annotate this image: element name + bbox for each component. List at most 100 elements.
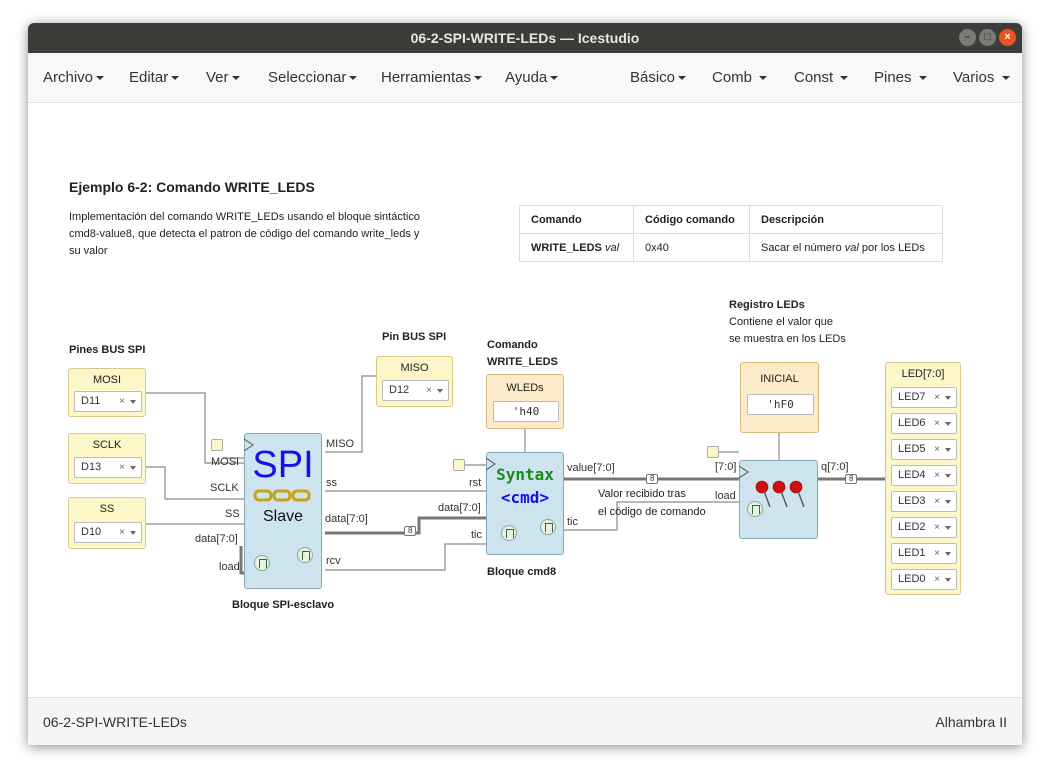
clear-icon[interactable]: × xyxy=(934,574,940,585)
const-value-input[interactable]: 'hF0 xyxy=(747,394,814,415)
pin-select-led2[interactable]: LED2 × xyxy=(891,517,957,538)
pin-select-ss[interactable]: D10 × xyxy=(74,522,142,543)
constant-wleds[interactable]: WLEDs 'h40 xyxy=(486,374,564,429)
pin-select-miso[interactable]: D12 × xyxy=(382,380,449,401)
close-icon[interactable]: × xyxy=(999,29,1016,46)
caret-down-icon xyxy=(678,76,687,81)
maximize-icon[interactable]: □ xyxy=(979,29,996,46)
menu-pines[interactable]: Pines xyxy=(874,53,927,103)
pin-select-mosi[interactable]: D11× xyxy=(74,391,142,412)
wire-sclk xyxy=(146,466,244,500)
clock-icon xyxy=(747,501,763,517)
pin-select-led1[interactable]: LED1× xyxy=(891,543,957,564)
chevron-down-icon[interactable] xyxy=(945,578,951,582)
port-ss-in: SS xyxy=(225,508,240,520)
input-pin-mosi[interactable]: MOSI D11× xyxy=(68,368,146,417)
chevron-down-icon[interactable] xyxy=(945,474,951,478)
clear-icon[interactable]: × xyxy=(934,418,940,429)
pin-select-led0[interactable]: LED0× xyxy=(891,569,957,590)
project-name: 06-2-SPI-WRITE-LEDs xyxy=(43,714,187,730)
pin-value: LED7 xyxy=(898,391,926,403)
label-pines-bus-spi: Pines BUS SPI xyxy=(69,344,146,356)
menu-varios[interactable]: Varios xyxy=(953,53,1010,103)
pin-select-led6[interactable]: LED6× xyxy=(891,413,957,434)
table-cell-code: 0x40 xyxy=(633,233,750,262)
wire-miso xyxy=(325,375,376,453)
port-load: load xyxy=(219,561,240,573)
app-window: 06-2-SPI-WRITE-LEDs — Icestudio – □ × Ar… xyxy=(28,23,1022,745)
chevron-down-icon[interactable] xyxy=(945,526,951,530)
clear-icon[interactable]: × xyxy=(934,444,940,455)
pin-value: D10 xyxy=(81,526,102,538)
syntax-title: Syntax xyxy=(496,465,554,484)
menu-label: Varios xyxy=(953,69,995,86)
register-leds-block[interactable] xyxy=(739,460,818,539)
spi-slave-block[interactable]: SPI Slave xyxy=(244,433,322,589)
chevron-down-icon[interactable] xyxy=(437,389,443,393)
clear-icon[interactable]: × xyxy=(934,496,940,507)
chevron-down-icon[interactable] xyxy=(945,500,951,504)
pin-select-led7[interactable]: LED7 × xyxy=(891,387,957,408)
menu-archivo[interactable]: Archivo xyxy=(43,53,105,103)
chevron-down-icon[interactable] xyxy=(130,531,136,535)
caret-down-icon xyxy=(349,76,358,81)
table-header: Descripción xyxy=(749,205,943,234)
caret-down-icon xyxy=(1001,76,1010,81)
bus-data xyxy=(325,516,486,535)
clear-icon[interactable]: × xyxy=(934,392,940,403)
desc-text: por los LEDs xyxy=(858,241,925,254)
const-title: WLEDs xyxy=(506,382,544,394)
syntax-cmd-block[interactable]: Syntax <cmd> xyxy=(486,452,564,555)
constant-inicial[interactable]: INICIAL 'hF0 xyxy=(740,362,819,433)
pin-value: D12 xyxy=(389,384,410,396)
pin-select-led4[interactable]: LED4× xyxy=(891,465,957,486)
clear-icon[interactable]: × xyxy=(934,548,940,559)
output-pin-miso[interactable]: MISO D12× xyxy=(376,356,453,407)
menu-bar: Archivo Editar Ver Seleccionar Herramien… xyxy=(28,53,1022,103)
chevron-down-icon[interactable] xyxy=(945,396,951,400)
menu-label: Ayuda xyxy=(505,69,548,86)
menu-const[interactable]: Const xyxy=(794,53,849,103)
clear-icon[interactable]: × xyxy=(934,522,940,533)
menu-ayuda[interactable]: Ayuda xyxy=(505,53,559,103)
clear-icon[interactable]: × xyxy=(119,396,125,407)
chevron-down-icon[interactable] xyxy=(945,552,951,556)
clock-input-square[interactable] xyxy=(211,439,223,451)
menu-editar[interactable]: Editar xyxy=(129,53,180,103)
design-canvas[interactable]: Ejemplo 6-2: Comando WRITE_LEDS Implemen… xyxy=(28,103,1022,697)
menu-ver[interactable]: Ver xyxy=(206,53,240,103)
port-reg-load: load xyxy=(715,490,736,502)
clear-icon[interactable]: × xyxy=(119,527,125,538)
clear-icon[interactable]: × xyxy=(426,385,432,396)
input-pin-sclk[interactable]: SCLK D13× xyxy=(68,433,146,484)
wire-rcv-tic xyxy=(325,543,486,571)
minimize-icon[interactable]: – xyxy=(959,29,976,46)
label-write-leds: WRITE_LEDS xyxy=(487,356,558,368)
clear-icon[interactable]: × xyxy=(119,462,125,473)
clear-icon[interactable]: × xyxy=(934,470,940,481)
clock-input-square[interactable] xyxy=(707,446,719,458)
chevron-down-icon[interactable] xyxy=(130,466,136,470)
menu-herramientas[interactable]: Herramientas xyxy=(381,53,483,103)
pin-select-led5[interactable]: LED5× xyxy=(891,439,957,460)
menu-basico[interactable]: Básico xyxy=(630,53,687,103)
output-pin-leds[interactable]: LED[7:0] LED7× LED6× LED5× LED4× LED3× L… xyxy=(885,362,961,595)
const-value-input[interactable]: 'h40 xyxy=(493,401,559,422)
pin-value: LED2 xyxy=(898,521,926,533)
menu-comb[interactable]: Comb xyxy=(712,53,768,103)
doc-desc-line: cmd8-value8, que detecta el patron de có… xyxy=(69,228,420,240)
pin-select-led3[interactable]: LED3× xyxy=(891,491,957,512)
menu-seleccionar[interactable]: Seleccionar xyxy=(268,53,358,103)
chevron-down-icon[interactable] xyxy=(945,422,951,426)
board-name[interactable]: Alhambra II xyxy=(935,714,1007,730)
chevron-down-icon[interactable] xyxy=(130,400,136,404)
pin-select-sclk[interactable]: D13× xyxy=(74,457,142,478)
clock-input-square[interactable] xyxy=(453,459,465,471)
table-header: Código comando xyxy=(633,205,750,234)
pushpin-icon xyxy=(755,480,805,508)
chevron-down-icon[interactable] xyxy=(945,448,951,452)
input-pin-ss[interactable]: SS D10× xyxy=(68,497,146,549)
menu-label: Archivo xyxy=(43,69,94,86)
port-sclk: SCLK xyxy=(210,482,239,494)
label-comando: Comando xyxy=(487,339,538,351)
